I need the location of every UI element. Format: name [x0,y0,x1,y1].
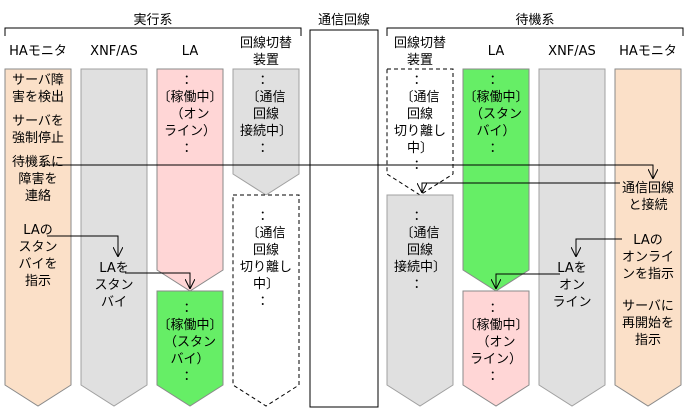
ha-monitor-active-title: HAモニタ [9,44,67,59]
ha-standby-step-connect-line: 通信回線 と接続 [621,181,674,213]
ha-monitor-standby-column [614,68,682,407]
ha-active-step-notify-standby: 待機系に 障害を 連絡 [11,155,64,204]
la-active-state-online: ： 〔稼働中〕 （オン ライン） ： [157,73,223,156]
la-standby-state-online: ： 〔稼働中〕 （オン ライン） ： [463,301,529,384]
line-center-header: 通信回線 [317,13,370,28]
ha-active-step-request-la-standby: LAの スタン バイを 指示 [18,223,58,289]
arrow-ha-to-xnf-standby-request [47,235,118,256]
switch-active-state-connected: ： 〔通信 回線 接続中〕 ： [239,73,292,156]
switch-standby-state-disconnected: ： 〔通信 回線 切り離し 中〕 ： [393,73,446,173]
la-active-online-block [156,68,224,292]
ha-active-step-force-stop: サーバを 強制停止 [11,114,64,146]
ha-monitor-standby-title: HAモニタ [619,44,677,59]
xnf-active-column [80,68,148,407]
xnf-standby-step-la-online: LAを オン ライン [552,261,592,310]
ha-standby-step-restart-server: サーバに 再開始を 指示 [621,299,674,348]
communication-line-box [309,29,379,408]
xnf-active-title: XNF/AS [90,44,138,59]
switch-active-connected-block [232,68,300,196]
la-standby-state-standby: ： 〔稼働中〕 （スタン バイ） ： [463,73,529,156]
la-active-title: LA [181,44,199,59]
xnf-standby-column [538,68,606,407]
switch-active-disconnected-block [232,194,300,407]
xnf-active-step-la-standby: LAを スタン バイ [94,261,134,310]
la-standby-standby-block [462,68,530,292]
active-group-header: 実行系 [133,13,173,28]
switch-active-title: 回線切替 装置 [239,36,292,68]
ha-monitor-active-column [4,68,72,407]
la-standby-online-block [462,290,530,407]
standby-group-header: 待機系 [515,13,555,28]
la-active-state-standby: ： 〔稼働中〕 （スタン バイ） ： [157,301,223,384]
ha-active-step-detect-failure: サーバ障 害を検出 [11,73,64,105]
la-standby-title: LA [487,44,505,59]
xnf-standby-title: XNF/AS [548,44,596,59]
arrow-xnf-to-la-standby [125,272,190,288]
switch-standby-disconnected-block [386,68,454,196]
switch-standby-state-connected: ： 〔通信 回線 接続中〕 ： [393,209,446,292]
la-active-standby-block [156,290,224,407]
standby-group-bracket [386,27,684,36]
ha-standby-step-request-la-online: LAの オンライ ンを指示 [621,233,674,282]
arrow-ha-to-xnf-online-request [576,238,622,256]
switch-active-state-disconnected: ： 〔通信 回線 切り離し 中〕 ： [239,209,292,309]
switch-standby-title: 回線切替 装置 [393,36,446,68]
arrow-xnf-to-la-online [496,273,560,288]
arrow-ha-to-switch-connect [422,182,620,192]
switch-standby-connected-block [386,194,454,407]
arrow-failure-notice-to-standby [40,164,653,178]
active-group-bracket [4,27,302,36]
